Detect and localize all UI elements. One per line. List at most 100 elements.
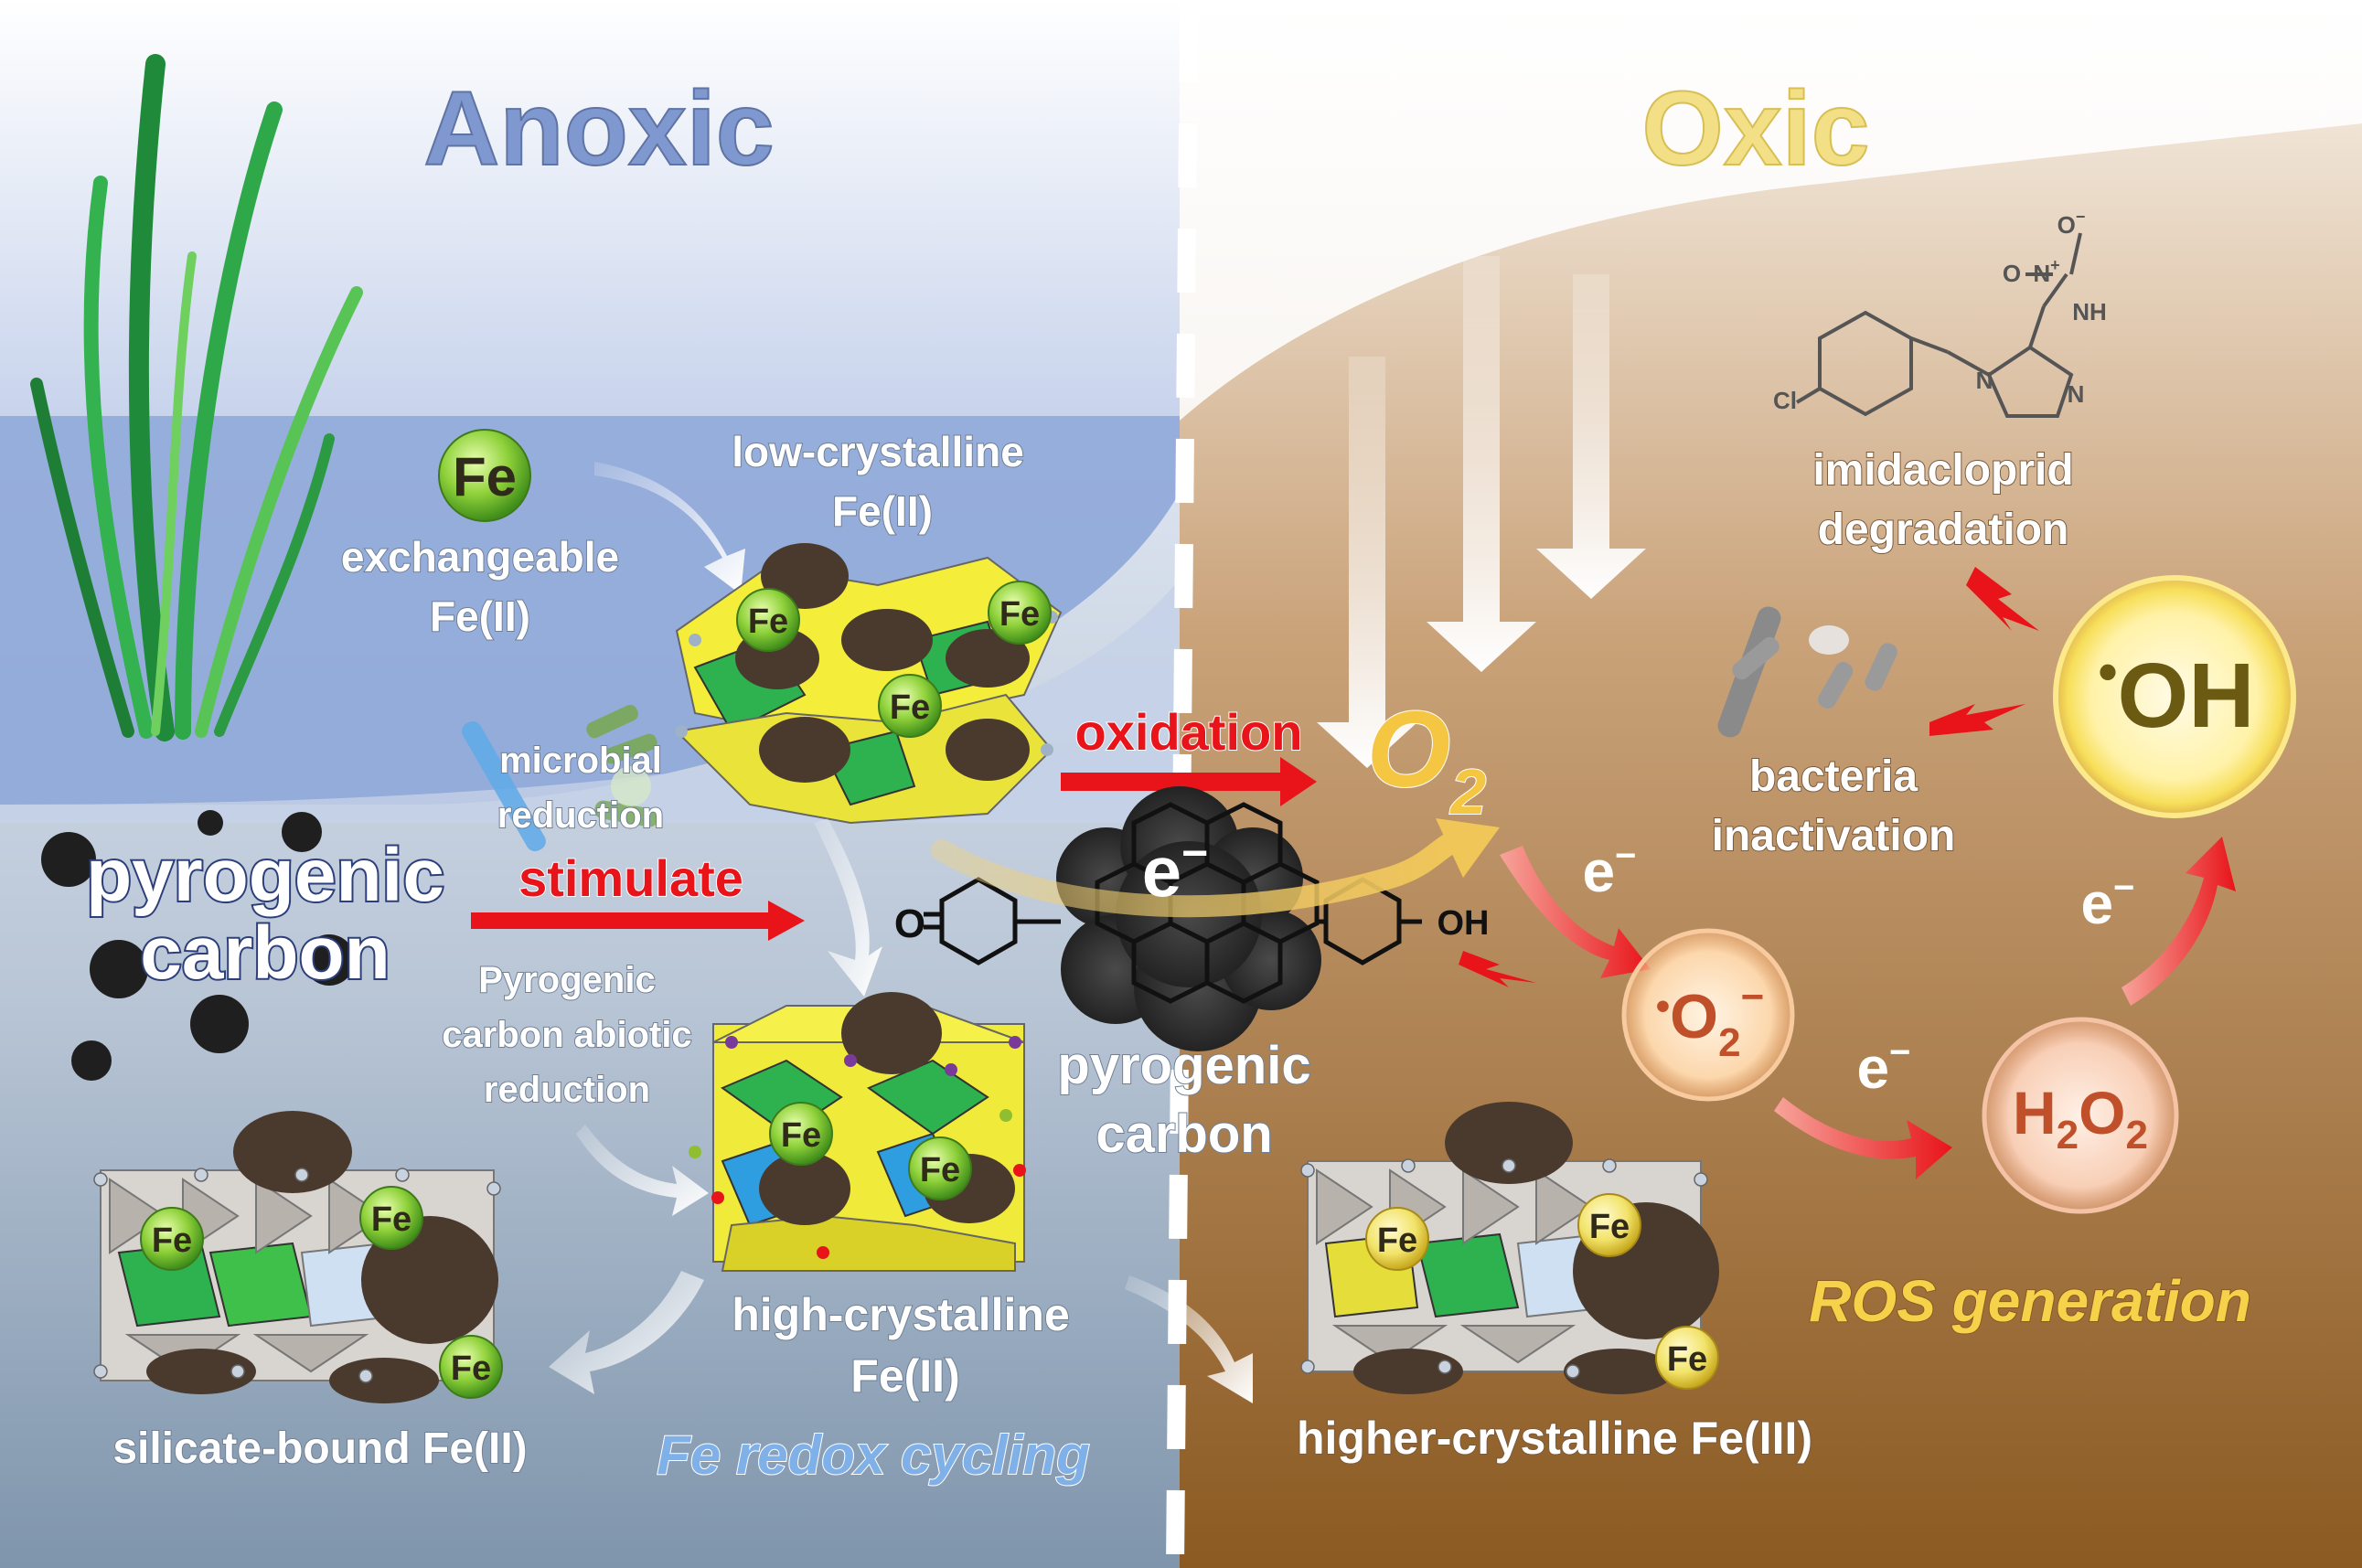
chem-nh-label: NH <box>2072 298 2107 325</box>
abiotic-label-3: reduction <box>484 1070 650 1110</box>
down-arrow-3 <box>1536 274 1646 599</box>
low-crystalline-fe-ii-label: Fe(II) <box>832 487 933 535</box>
arrow-abiotic <box>576 1125 709 1216</box>
phenol-oh-label: OH <box>1438 904 1490 943</box>
chem-n-ring2-label: N <box>2068 380 2085 408</box>
stimulate-arrow <box>471 901 805 941</box>
low-fe-symbol-3: Fe <box>890 688 930 727</box>
silicate-fe-ball-1: Fe <box>140 1207 204 1271</box>
chem-cl-label: Cl <box>1773 387 1797 414</box>
silicate-fe-symbol-1: Fe <box>152 1221 192 1260</box>
low-fe-symbol-1: Fe <box>748 603 788 641</box>
anoxic-title: Anoxic <box>423 70 774 187</box>
pyrogenic-label-left: pyrogenic <box>86 834 444 917</box>
pyrogenic-label-center: pyrogenic <box>1057 1036 1310 1095</box>
exchangeable-fe-ii-label: Fe(II) <box>430 592 530 640</box>
arrow-high-to-silicate <box>549 1271 704 1394</box>
water-body <box>0 416 1189 805</box>
higher-fe-symbol-2: Fe <box>1589 1208 1630 1246</box>
low-crystalline-fe-ball-2: Fe <box>988 581 1052 645</box>
higher-crystalline-label: higher-crystalline Fe(III) <box>1297 1413 1812 1464</box>
electron-transfer-arc <box>931 830 1465 918</box>
electron-label-1: e− <box>1583 836 1637 904</box>
h2o2-circle <box>1982 1017 2179 1214</box>
superoxide-label: •O2− <box>1656 975 1765 1065</box>
higher-fe-ball-1: Fe <box>1365 1207 1429 1271</box>
hydroxyl-label: •OH <box>2098 641 2254 747</box>
oxic-title: Oxic <box>1641 70 1869 187</box>
silicate-bound-label: silicate-bound Fe(II) <box>112 1424 527 1473</box>
ros-generation-label: ROS generation <box>1809 1268 2251 1334</box>
higher-crystalline-structure <box>1300 1102 1719 1394</box>
hydroxyl-circle <box>2053 575 2296 818</box>
electron-label-2: e− <box>1857 1032 1911 1101</box>
arrow-exchangeable-to-low <box>594 462 745 594</box>
exchangeable-label: exchangeable <box>341 533 619 581</box>
low-crystalline-fe-ball-3: Fe <box>878 674 942 738</box>
degradation-label: degradation <box>1818 506 2069 554</box>
bacteria-label: bacteria <box>1749 752 1918 801</box>
low-crystalline-label: low-crystalline <box>732 428 1024 475</box>
arrow-low-to-high <box>814 818 882 997</box>
carbon-label-center: carbon <box>1095 1104 1272 1164</box>
high-crystalline-fe-ball-2: Fe <box>908 1136 972 1200</box>
electron-transfer-arrowhead <box>1436 818 1500 878</box>
inactivation-label: inactivation <box>1712 812 1956 860</box>
exchangeable-fe-symbol: Fe <box>453 446 517 507</box>
chem-o-minus-label: O− <box>2057 208 2086 239</box>
reduction-label: reduction <box>497 795 664 836</box>
arrow-o2-to-superoxide <box>1500 846 1651 978</box>
superoxide-circle <box>1621 928 1795 1102</box>
silicate-fe-symbol-2: Fe <box>371 1200 411 1239</box>
electron-label-3: e− <box>2081 868 2135 936</box>
stimulate-label: stimulate <box>518 849 743 907</box>
exchangeable-fe-ball: Fe <box>438 429 531 522</box>
o2-label: O2 <box>1367 689 1487 827</box>
high-crystalline-fe-ball-1: Fe <box>769 1102 833 1166</box>
silicate-structure <box>93 1111 501 1403</box>
higher-fe-symbol-1: Fe <box>1377 1221 1417 1260</box>
bacteria-icons <box>1717 606 1897 738</box>
down-arrow-2 <box>1427 256 1536 672</box>
higher-fe-symbol-3: Fe <box>1667 1340 1707 1379</box>
abiotic-label-1: Pyrogenic <box>478 960 655 1000</box>
electron-label-center: e− <box>1142 827 1209 912</box>
silicate-fe-ball-3: Fe <box>439 1335 503 1399</box>
low-crystalline-fe-ball-1: Fe <box>736 588 800 652</box>
high-fe-symbol-2: Fe <box>920 1151 960 1189</box>
seagrass-plant <box>30 54 363 741</box>
silicate-fe-ball-2: Fe <box>359 1186 423 1250</box>
lightning-imidacloprid <box>1966 567 2039 631</box>
chem-nitro-o-label: O <box>2003 260 2021 287</box>
abiotic-label-2: carbon abiotic <box>442 1015 691 1055</box>
polycyclic-rings <box>1095 802 1320 1004</box>
high-crystalline-structure <box>689 992 1026 1272</box>
down-arrow-1 <box>1317 357 1417 768</box>
imidacloprid-structure <box>1795 232 2082 418</box>
quinone-o-label: O <box>894 901 925 946</box>
microbial-label: microbial <box>499 741 662 781</box>
high-fe-symbol-1: Fe <box>781 1116 821 1155</box>
arrow-h2o2-to-oh <box>2122 837 2236 1006</box>
fe-redox-cycling-label: Fe redox cycling <box>657 1424 1090 1486</box>
carbon-particles <box>41 810 355 1081</box>
higher-fe-ball-3: Fe <box>1655 1326 1719 1390</box>
lightning-phenol <box>1459 951 1536 987</box>
anoxic-sky <box>0 0 1189 421</box>
oxygen-infiltration-arrows <box>1317 256 1646 768</box>
arrow-superoxide-to-h2o2 <box>1774 1097 1952 1179</box>
h2o2-label: H2O2 <box>2013 1079 2148 1157</box>
oxidation-arrow <box>1061 757 1317 806</box>
higher-fe-ball-2: Fe <box>1577 1193 1641 1257</box>
chem-nitro-n-label: N+ <box>2033 256 2059 287</box>
silicate-fe-symbol-3: Fe <box>451 1349 491 1388</box>
high-crystalline-label: high-crystalline <box>732 1289 1070 1340</box>
oxidation-label: oxidation <box>1075 703 1303 761</box>
carbon-label-left: carbon <box>140 912 390 995</box>
microbe-icons <box>462 704 658 852</box>
imidacloprid-label: imidacloprid <box>1812 446 2073 495</box>
chem-n-ring-label: N <box>1976 367 1993 394</box>
low-fe-symbol-2: Fe <box>999 595 1040 634</box>
